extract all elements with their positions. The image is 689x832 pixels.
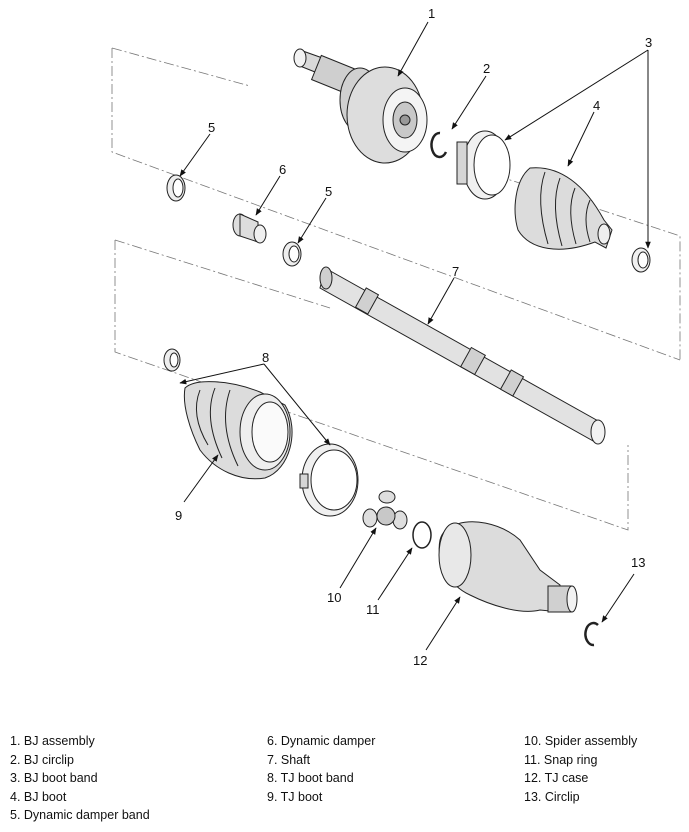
- bj-assembly: [293, 48, 428, 164]
- dynamic-damper: [232, 213, 267, 244]
- callout-3: 3: [645, 35, 652, 50]
- callout-8: 8: [262, 350, 269, 365]
- callout-numbers: 1 2 3 4 5 6 5 7 8 9 10 11 12 13: [175, 6, 652, 668]
- legend-column-3: 10. Spider assembly 11. Snap ring 12. TJ…: [524, 732, 637, 806]
- legend-column-1: 1. BJ assembly 2. BJ circlip 3. BJ boot …: [10, 732, 150, 825]
- bj-circlip: [430, 131, 448, 159]
- callout-13: 13: [631, 555, 645, 570]
- legend-item: 12. TJ case: [524, 771, 589, 785]
- bj-boot-band-small: [631, 247, 651, 273]
- callout-5-lower: 5: [325, 184, 332, 199]
- callout-12: 12: [413, 653, 427, 668]
- callout-11: 11: [366, 602, 380, 617]
- tj-boot-band-small: [163, 348, 181, 372]
- legend-item: 3. BJ boot band: [10, 771, 98, 785]
- leader-lines: [179, 21, 651, 651]
- legend-item: 5. Dynamic damper band: [10, 808, 150, 822]
- legend-item: 10. Spider assembly: [524, 734, 638, 748]
- legend-item: 6. Dynamic damper: [267, 734, 376, 748]
- legend-item: 4. BJ boot: [10, 789, 67, 804]
- bj-boot: [514, 167, 613, 250]
- callout-9: 9: [175, 508, 182, 523]
- legend-item: 7. Shaft: [267, 752, 311, 767]
- tj-case: [438, 521, 578, 613]
- callout-4: 4: [593, 98, 600, 113]
- tj-boot-band: [299, 443, 359, 517]
- snap-ring: [412, 521, 432, 549]
- legend-item: 9. TJ boot: [267, 789, 323, 804]
- legend-item: 11. Snap ring: [524, 752, 598, 767]
- dynamic-damper-band-upper: [166, 174, 186, 202]
- callout-1: 1: [428, 6, 435, 21]
- callout-7: 7: [452, 264, 459, 279]
- callout-2: 2: [483, 61, 490, 76]
- legend-item: 1. BJ assembly: [10, 734, 95, 748]
- circlip: [584, 621, 599, 647]
- callout-5-upper: 5: [208, 120, 215, 135]
- callout-10: 10: [327, 590, 341, 605]
- legend-item: 2. BJ circlip: [10, 752, 74, 767]
- dynamic-damper-band-lower: [282, 241, 302, 267]
- exploded-view-diagram: 1 2 3 4 5 6 5 7 8 9 10 11 12 13: [111, 6, 681, 668]
- guide-lines: [111, 47, 681, 531]
- legend-column-2: 6. Dynamic damper 7. Shaft 8. TJ boot ba…: [267, 732, 375, 806]
- bj-boot-band: [456, 130, 511, 200]
- tj-boot: [183, 381, 293, 480]
- legend-item: 13. Circlip: [524, 789, 580, 804]
- legend-item: 8. TJ boot band: [267, 771, 354, 785]
- spider-assembly: [362, 490, 408, 530]
- shaft: [319, 266, 606, 445]
- callout-6: 6: [279, 162, 286, 177]
